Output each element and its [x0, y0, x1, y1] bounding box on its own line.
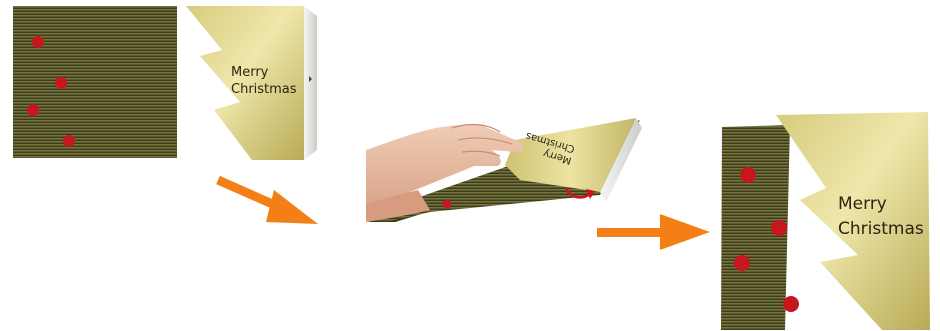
ornament-icon	[740, 167, 756, 183]
ornament-icon	[734, 255, 750, 271]
hand-icon	[364, 125, 523, 331]
step3-group: Merry Christmas	[721, 112, 930, 330]
arrow-right-icon	[218, 180, 318, 224]
ornament-icon	[55, 77, 67, 89]
card-text-line2: Christmas	[231, 82, 297, 97]
ornament-icon	[443, 200, 452, 209]
striped-card-back	[721, 125, 799, 330]
card-text-line1: Merry	[838, 194, 887, 214]
ornament-icon	[32, 36, 44, 48]
ornament-icon	[783, 296, 799, 312]
arrow-right-icon	[597, 214, 710, 250]
card-text-line1: Merry	[231, 65, 269, 80]
ornament-icon	[771, 220, 787, 236]
gold-tree-cover: Merry Christmas	[776, 112, 930, 330]
gold-tree-cover: Merry Christmas	[186, 6, 317, 160]
step2-group: Merry Christmas	[364, 118, 642, 331]
ornament-icon	[63, 135, 75, 147]
ornament-icon	[27, 104, 39, 116]
card-text-line2: Christmas	[838, 219, 924, 239]
striped-card-back	[13, 6, 177, 158]
step1-group: Merry Christmas	[13, 6, 317, 160]
